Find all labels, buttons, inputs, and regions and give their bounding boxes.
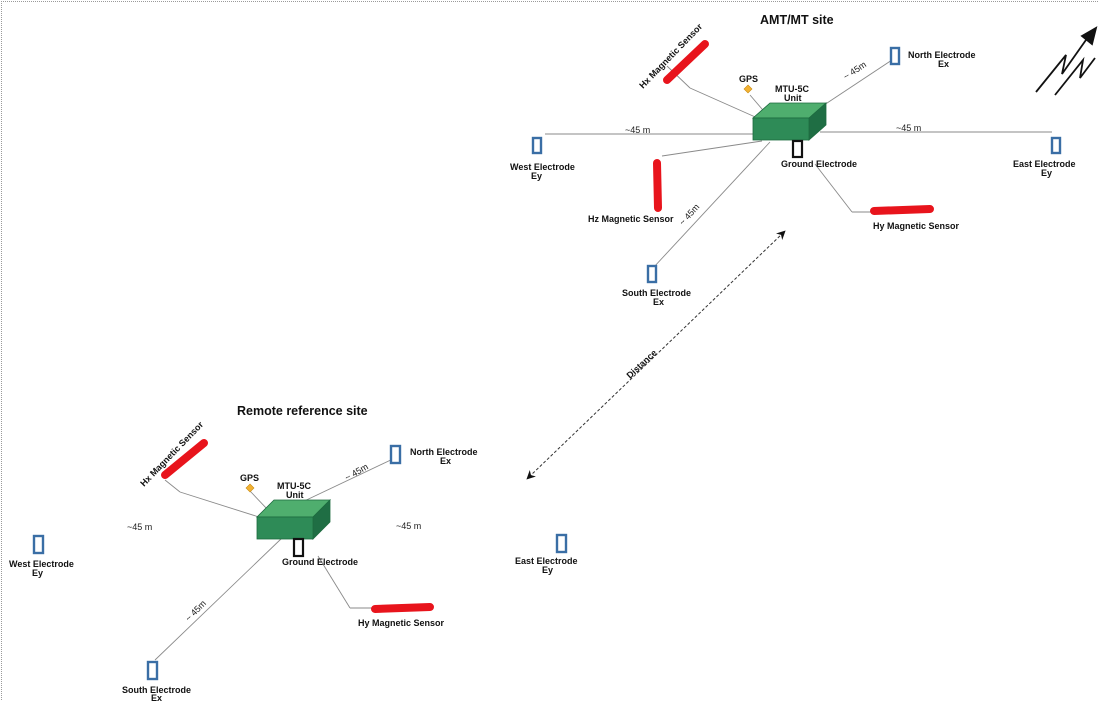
amt-site-title: AMT/MT site bbox=[760, 13, 834, 27]
amt-east-electrode bbox=[1050, 136, 1062, 155]
remote-west-distance: ~45 m bbox=[127, 522, 152, 532]
remote-gps-wire bbox=[249, 490, 269, 511]
remote-ground-label: Ground Electrode bbox=[282, 557, 358, 567]
remote-east-distance: ~45 m bbox=[396, 521, 421, 531]
remote-hx-sensor bbox=[161, 439, 208, 479]
amt-east-label-2: Ey bbox=[1041, 168, 1052, 178]
remote-north-label-1: North Electrode bbox=[410, 447, 478, 457]
amt-west-label-1: West Electrode bbox=[510, 162, 575, 172]
amt-gps-icon bbox=[743, 84, 753, 94]
remote-hy-wire-a bbox=[317, 555, 351, 609]
amt-site: AMT/MT site ~45 m ~45 m ~ 45m ~ 45m bbox=[510, 13, 1076, 307]
remote-west-label-1: West Electrode bbox=[9, 559, 74, 569]
remote-hy-sensor bbox=[371, 603, 434, 613]
amt-gps-label: GPS bbox=[739, 74, 758, 84]
amt-hz-sensor bbox=[653, 159, 662, 212]
amt-west-label-2: Ey bbox=[531, 171, 542, 181]
amt-hx-wire-b bbox=[689, 87, 763, 121]
amt-unit-label-2: Unit bbox=[784, 93, 802, 103]
amt-south-label-2: Ex bbox=[653, 297, 664, 307]
amt-hy-wire-a bbox=[814, 163, 853, 213]
distance-label: Distance bbox=[625, 348, 659, 381]
remote-south-distance: ~ 45m bbox=[183, 598, 208, 623]
remote-gps-icon bbox=[245, 483, 255, 493]
amt-west-distance: ~45 m bbox=[625, 125, 650, 135]
remote-south-electrode bbox=[146, 660, 159, 681]
amt-south-wire bbox=[652, 141, 771, 269]
remote-site: Remote reference site ~45 m ~45 m ~ 45m … bbox=[9, 404, 578, 702]
amt-hx-sensor bbox=[663, 40, 709, 84]
amt-hz-label: Hz Magnetic Sensor bbox=[588, 214, 674, 224]
remote-east-label-1: East Electrode bbox=[515, 556, 578, 566]
amt-ground-electrode bbox=[791, 139, 804, 159]
remote-south-wire bbox=[154, 537, 283, 661]
remote-ground-electrode bbox=[292, 537, 305, 558]
remote-west-label-2: Ey bbox=[32, 568, 43, 578]
amt-south-electrode bbox=[646, 264, 658, 284]
remote-west-electrode bbox=[32, 534, 45, 555]
remote-north-label-2: Ex bbox=[440, 456, 451, 466]
amt-west-electrode bbox=[531, 136, 543, 155]
remote-north-distance: ~ 45m bbox=[343, 461, 370, 482]
amt-north-label-1: North Electrode bbox=[908, 50, 976, 60]
amt-hz-wire bbox=[661, 140, 763, 157]
amt-hy-sensor bbox=[870, 205, 934, 215]
north-arrow-icon bbox=[1035, 26, 1098, 96]
remote-unit-label-2: Unit bbox=[286, 490, 304, 500]
remote-unit-label-1: MTU-5C bbox=[277, 481, 311, 491]
remote-hx-wire-a bbox=[164, 479, 181, 493]
amt-mtu-unit bbox=[751, 102, 828, 141]
amt-hy-label: Hy Magnetic Sensor bbox=[873, 221, 960, 231]
remote-site-title: Remote reference site bbox=[237, 404, 368, 418]
remote-gps-label: GPS bbox=[240, 473, 259, 483]
remote-south-label-2: Ex bbox=[151, 693, 162, 702]
remote-north-electrode bbox=[389, 444, 402, 465]
remote-hx-wire-b bbox=[179, 491, 263, 519]
remote-north-wire bbox=[297, 457, 396, 505]
amt-ground-label: Ground Electrode bbox=[781, 159, 857, 169]
amt-hx-wire-a bbox=[666, 65, 691, 89]
distance-arrow bbox=[526, 230, 786, 480]
amt-east-label-1: East Electrode bbox=[1013, 159, 1076, 169]
remote-south-label-1: South Electrode bbox=[122, 685, 191, 695]
amt-north-label-2: Ex bbox=[938, 59, 949, 69]
amt-north-electrode bbox=[889, 46, 901, 66]
amt-unit-label-1: MTU-5C bbox=[775, 84, 809, 94]
amt-east-distance: ~45 m bbox=[896, 123, 921, 133]
amt-south-distance: ~ 45m bbox=[677, 202, 701, 227]
remote-hy-label: Hy Magnetic Sensor bbox=[358, 618, 445, 628]
remote-east-label-2: Ey bbox=[542, 565, 553, 575]
remote-mtu-unit bbox=[256, 499, 331, 540]
remote-east-electrode bbox=[555, 533, 568, 554]
